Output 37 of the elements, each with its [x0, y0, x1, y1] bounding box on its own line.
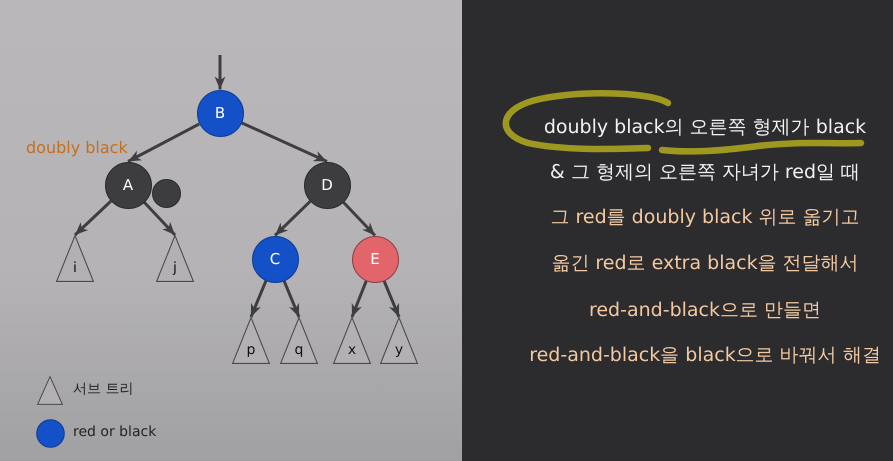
subtree-triangle: [333, 317, 371, 364]
legend-label: red or black: [73, 423, 156, 441]
explanation-text: red-and-black으로 만들면: [588, 298, 822, 322]
legend-label: 서브 트리: [73, 380, 134, 398]
arrow: [143, 201, 176, 236]
subtree-triangle: [280, 317, 318, 364]
arrow: [282, 280, 300, 318]
subtree-triangle: [380, 317, 418, 364]
subtree-triangle: [56, 235, 94, 282]
subtree-triangle: [232, 317, 270, 364]
explanation-text: red-and-black을 black으로 바꿔서 해결: [529, 343, 881, 367]
arrow: [74, 200, 112, 236]
node-label: B: [214, 104, 226, 122]
node-label: p: [246, 342, 256, 358]
node-label: x: [348, 342, 356, 358]
arrow: [250, 280, 268, 318]
node-label: y: [394, 342, 404, 358]
node-label: A: [122, 176, 134, 194]
explanation-text: 그 red를 doubly black 위로 옮기고: [550, 205, 860, 229]
node-label: C: [270, 250, 280, 268]
node-label: q: [294, 342, 304, 358]
node-label: D: [321, 176, 333, 194]
node-annotation: doubly black: [26, 138, 128, 157]
explanation-text: 옮긴 red로 extra black을 전달해서: [551, 251, 859, 275]
node-label: E: [370, 250, 380, 268]
subtree-triangle: [156, 235, 194, 282]
arrow: [127, 122, 200, 163]
arrow: [240, 121, 328, 163]
arrow: [274, 200, 312, 237]
arrow: [214, 55, 226, 90]
node-label: j: [173, 260, 177, 276]
explanation-text: doubly black의 오른쪽 형제가 black: [544, 115, 866, 139]
explanation-text: & 그 형제의 오른쪽 자녀가 red일 때: [550, 160, 860, 184]
arrow: [350, 280, 368, 318]
arrow: [342, 200, 376, 237]
arrow: [382, 280, 400, 318]
node-label: i: [73, 260, 77, 276]
